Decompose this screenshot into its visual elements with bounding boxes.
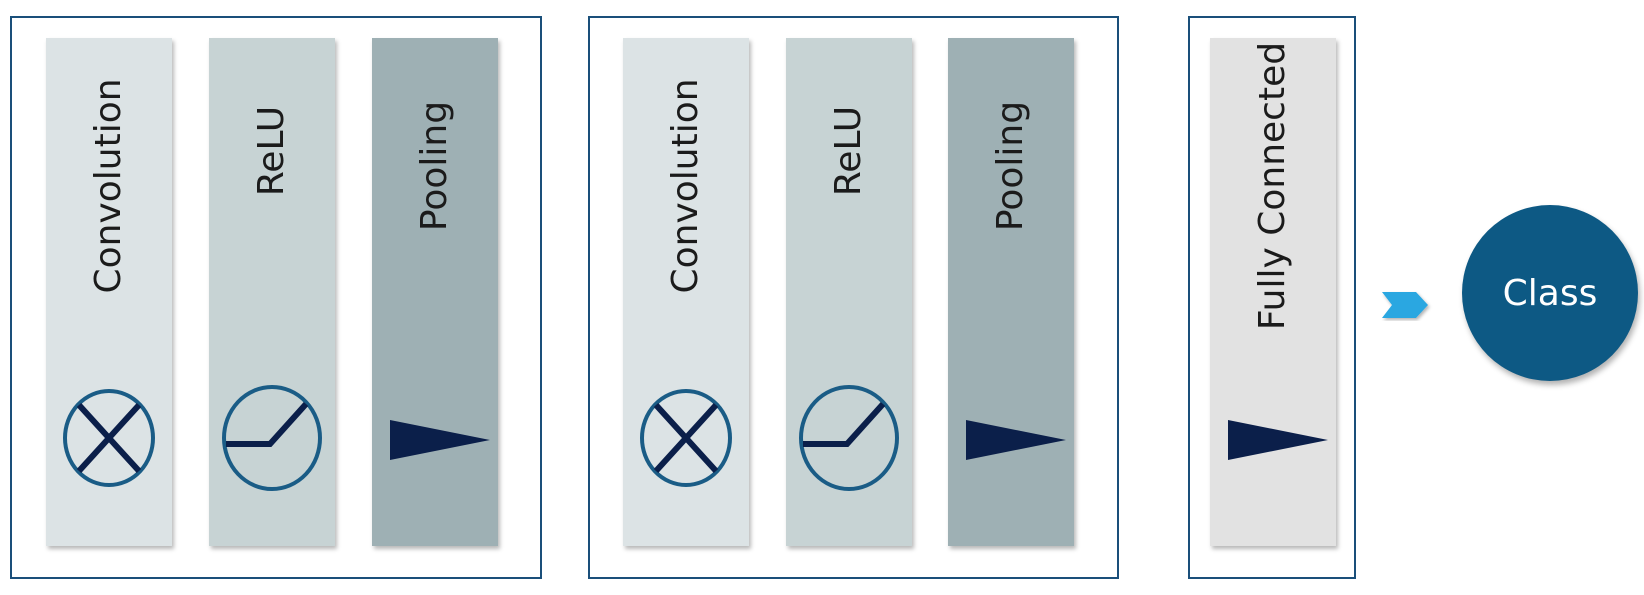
convolution-icon bbox=[640, 389, 732, 487]
layer-bar-relu: ReLU bbox=[786, 38, 912, 546]
convolution-icon bbox=[63, 389, 155, 487]
layer-bar-fully-connected: Fully Connected bbox=[1210, 38, 1336, 546]
layer-bar-convolution: Convolution bbox=[46, 38, 172, 546]
layer-bar-pooling: Pooling bbox=[372, 38, 498, 546]
pooling-icon bbox=[390, 420, 490, 460]
layer-label: ReLU bbox=[828, 105, 869, 197]
relu-icon bbox=[222, 385, 322, 491]
layer-bar-pooling: Pooling bbox=[948, 38, 1074, 546]
layer-bar-convolution: Convolution bbox=[623, 38, 749, 546]
layer-label: Convolution bbox=[88, 78, 129, 294]
chevron-right-icon bbox=[1382, 292, 1428, 318]
layer-label: Pooling bbox=[414, 100, 455, 232]
layer-label: Convolution bbox=[665, 78, 706, 294]
layer-bar-relu: ReLU bbox=[209, 38, 335, 546]
layer-label: Pooling bbox=[990, 100, 1031, 232]
pooling-icon bbox=[966, 420, 1066, 460]
pooling-icon bbox=[1228, 420, 1328, 460]
layer-label: ReLU bbox=[251, 105, 292, 197]
layer-label: Fully Connected bbox=[1252, 41, 1293, 331]
relu-icon bbox=[799, 385, 899, 491]
output-class-label: Class bbox=[1502, 272, 1598, 314]
output-class-node: Class bbox=[1462, 205, 1638, 381]
